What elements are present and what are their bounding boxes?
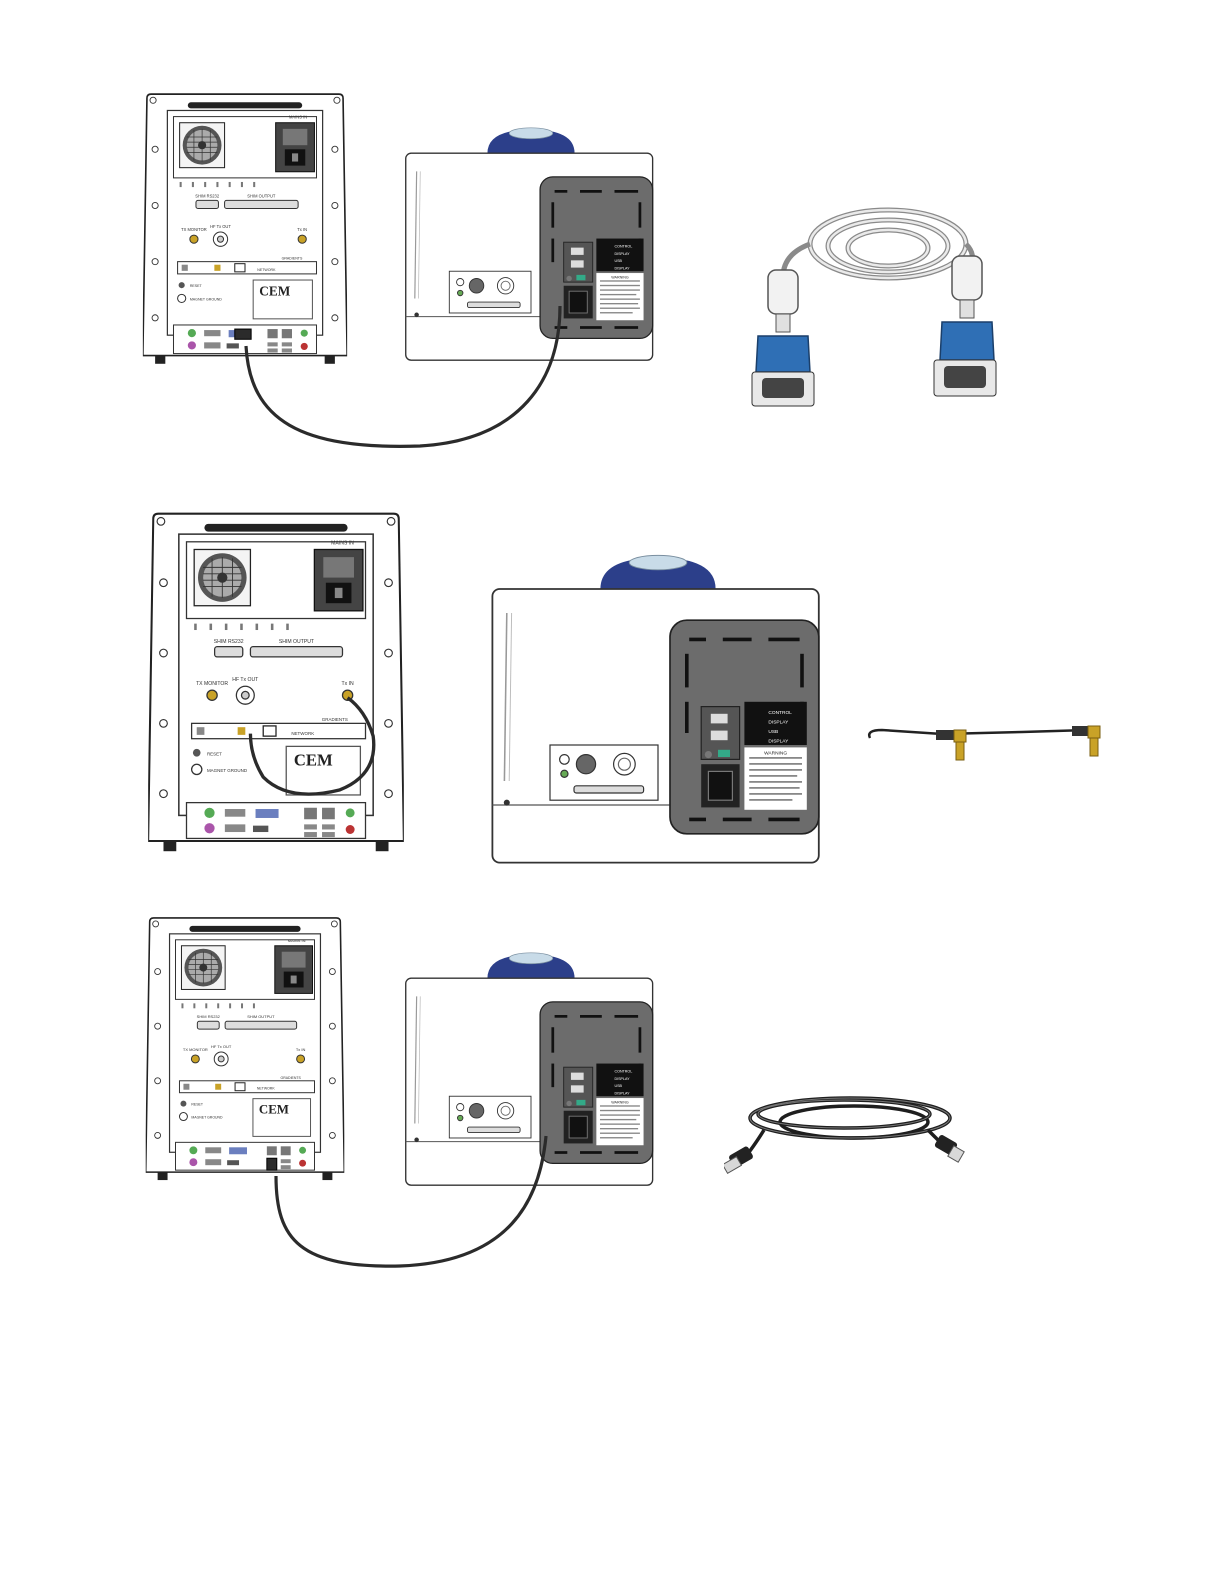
- usb-cable-illustration: [724, 1096, 965, 1175]
- ferrite-core-right: [951, 255, 983, 301]
- controller-back-panel: MAINS IN SHIM RS232 SHIM OUTPUT TX MONIT…: [140, 88, 350, 374]
- usb-port-highlight: [266, 1157, 278, 1171]
- gradients-label: GRADIENTS: [322, 717, 348, 722]
- tx-monitor-label: TX MONITOR: [196, 681, 228, 687]
- control-label: CONTROL: [615, 245, 633, 249]
- warning-label: WARNING: [611, 275, 629, 279]
- vga-connector-left: [751, 335, 815, 407]
- cem-logo: CEM: [259, 283, 290, 298]
- gradients-label: GRADIENTS: [281, 1076, 302, 1080]
- controller-back-panel: MAINS IN SHIM RS232 SHIM OUTPUT TX MONIT…: [140, 912, 350, 1190]
- magnet-ground-label: MAGNET GROUND: [207, 768, 248, 773]
- usb-a-plug: [724, 1146, 753, 1175]
- usb-label: USB: [768, 729, 778, 735]
- instrument-rear-panel: CONTROL DISPLAY USB DISPLAY WARNING: [482, 553, 834, 865]
- sma-connector-right: [1072, 725, 1101, 757]
- display-2-label: DISPLAY: [615, 1091, 631, 1095]
- magnet-ground-label: MAGNET GROUND: [190, 297, 222, 301]
- display-2-label: DISPLAY: [615, 266, 631, 270]
- display-label: DISPLAY: [615, 1077, 631, 1081]
- tx-in-label: Tx IN: [341, 681, 354, 687]
- rf-loopback-cable: [248, 696, 376, 796]
- cem-logo: CEM: [294, 751, 333, 770]
- usb-label: USB: [615, 259, 623, 263]
- vga-connector-right: [933, 321, 997, 397]
- sma-connector-left: [936, 729, 967, 761]
- cem-logo: CEM: [259, 1103, 289, 1117]
- reset-label: RESET: [207, 751, 222, 756]
- network-label: NETWORK: [291, 731, 314, 736]
- tx-in-label: Tx IN: [296, 1047, 306, 1052]
- usb-b-plug: [934, 1135, 965, 1163]
- display-label: DISPLAY: [768, 719, 789, 725]
- display-label: DISPLAY: [615, 252, 631, 256]
- display-2-label: DISPLAY: [768, 739, 789, 745]
- vga-cable-illustration: [751, 207, 997, 407]
- warning-label: WARNING: [764, 751, 787, 757]
- network-label: NETWORK: [257, 268, 276, 272]
- shim-rs232-label: SHIM RS232: [195, 193, 220, 198]
- tx-monitor-label: TX MONITOR: [183, 1047, 208, 1052]
- control-label: CONTROL: [768, 710, 792, 716]
- vga-port-highlight: [234, 328, 252, 340]
- tx-in-label: Tx IN: [297, 227, 307, 232]
- shim-rs232-label: SHIM RS232: [214, 639, 244, 645]
- ferrite-core-left: [767, 269, 799, 315]
- warning-label: WARNING: [611, 1100, 629, 1104]
- shim-output-label: SHIM OUTPUT: [247, 1014, 275, 1019]
- mains-in-label: MAINS IN: [289, 115, 307, 120]
- rf-cable-illustration: [868, 725, 1101, 761]
- shim-output-label: SHIM OUTPUT: [247, 193, 276, 198]
- reset-label: RESET: [191, 1103, 203, 1107]
- network-label: NETWORK: [257, 1087, 275, 1091]
- control-label: CONTROL: [615, 1070, 633, 1074]
- gradients-label: GRADIENTS: [282, 257, 303, 261]
- hf-tx-out-label: HF Tx OUT: [211, 1044, 232, 1049]
- shim-rs232-label: SHIM RS232: [197, 1014, 220, 1019]
- mains-in-label: MAINS IN: [288, 938, 306, 943]
- usb-label: USB: [615, 1084, 623, 1088]
- mains-in-label: MAINS IN: [331, 540, 354, 546]
- hf-tx-out-label: HF Tx OUT: [210, 224, 231, 229]
- instrument-rear-panel: CONTROL DISPLAY USB DISPLAY WARNING: [400, 126, 662, 362]
- shim-output-label: SHIM OUTPUT: [279, 639, 314, 645]
- tx-monitor-label: TX MONITOR: [181, 227, 207, 232]
- hf-tx-out-label: HF Tx OUT: [232, 677, 258, 683]
- magnet-ground-label: MAGNET GROUND: [191, 1116, 223, 1120]
- controller-back-panel: MAINS IN SHIM RS232 SHIM OUTPUT TX MONIT…: [143, 506, 409, 864]
- reset-label: RESET: [190, 284, 203, 288]
- instrument-rear-panel: CONTROL DISPLAY USB DISPLAY WARNING: [400, 951, 662, 1187]
